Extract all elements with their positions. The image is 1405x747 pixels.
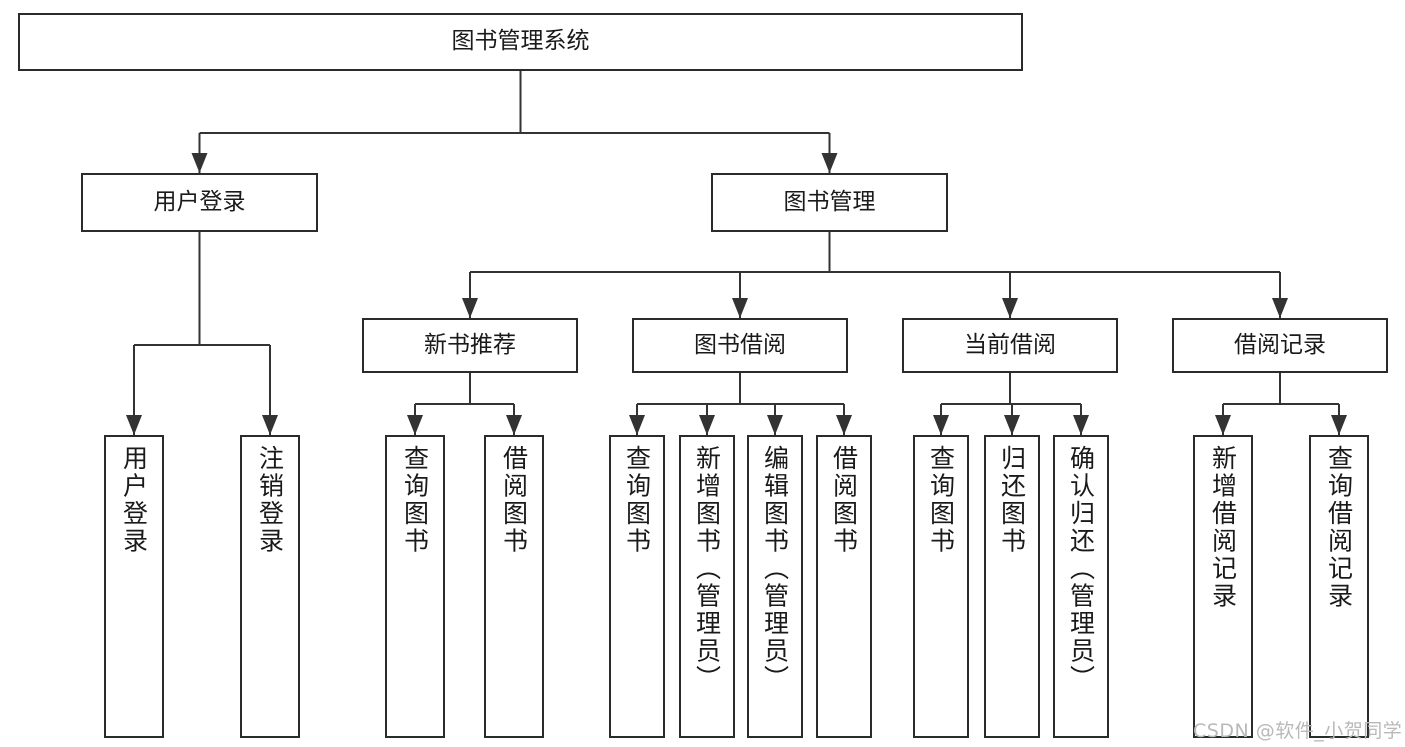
node-leaf-return-book[interactable]: 归还图书 bbox=[984, 435, 1040, 738]
node-leaf-borrow-book-1[interactable]: 借阅图书 bbox=[484, 435, 544, 738]
node-label: 借阅记录 bbox=[1234, 331, 1326, 358]
node-leaf-add-book[interactable]: 新增图书（管理员） bbox=[679, 435, 735, 738]
node-label: 注销登录 bbox=[255, 445, 285, 555]
node-label: 图书管理 bbox=[783, 188, 876, 215]
node-leaf-confirm-return[interactable]: 确认归还（管理员） bbox=[1053, 435, 1109, 738]
node-label: 归还图书 bbox=[997, 445, 1027, 555]
node-user-login[interactable]: 用户登录 bbox=[81, 173, 318, 232]
node-label: 图书管理系统 bbox=[451, 28, 590, 55]
node-borrow-record[interactable]: 借阅记录 bbox=[1172, 318, 1388, 373]
node-label: 新增图书（管理员） bbox=[692, 445, 722, 693]
node-label: 用户登录 bbox=[153, 188, 246, 215]
node-book-borrow[interactable]: 图书借阅 bbox=[632, 318, 848, 373]
node-label: 新增借阅记录 bbox=[1208, 445, 1238, 610]
node-leaf-edit-book[interactable]: 编辑图书（管理员） bbox=[747, 435, 803, 738]
node-label: 查询图书 bbox=[622, 445, 652, 555]
node-leaf-borrow-book-2[interactable]: 借阅图书 bbox=[816, 435, 872, 738]
node-label: 借阅图书 bbox=[829, 445, 859, 555]
node-leaf-query-book-3[interactable]: 查询图书 bbox=[913, 435, 969, 738]
node-leaf-query-record[interactable]: 查询借阅记录 bbox=[1309, 435, 1369, 738]
node-new-book-rec[interactable]: 新书推荐 bbox=[362, 318, 578, 373]
node-root[interactable]: 图书管理系统 bbox=[18, 13, 1023, 71]
node-label: 查询图书 bbox=[400, 445, 430, 555]
node-label: 确认归还（管理员） bbox=[1066, 445, 1096, 693]
node-label: 编辑图书（管理员） bbox=[760, 445, 790, 693]
node-label: 图书借阅 bbox=[694, 331, 786, 358]
node-leaf-user-logout[interactable]: 注销登录 bbox=[240, 435, 300, 738]
node-label: 查询图书 bbox=[926, 445, 956, 555]
node-leaf-query-book-2[interactable]: 查询图书 bbox=[609, 435, 665, 738]
node-label: 当前借阅 bbox=[964, 331, 1056, 358]
node-leaf-query-book-1[interactable]: 查询图书 bbox=[385, 435, 445, 738]
node-current-borrow[interactable]: 当前借阅 bbox=[902, 318, 1118, 373]
node-label: 借阅图书 bbox=[499, 445, 529, 555]
node-label: 用户登录 bbox=[119, 445, 149, 555]
node-leaf-add-record[interactable]: 新增借阅记录 bbox=[1193, 435, 1253, 738]
node-book-manage[interactable]: 图书管理 bbox=[711, 173, 948, 232]
node-label: 新书推荐 bbox=[424, 331, 516, 358]
node-label: 查询借阅记录 bbox=[1324, 445, 1354, 610]
node-leaf-user-login[interactable]: 用户登录 bbox=[104, 435, 164, 738]
